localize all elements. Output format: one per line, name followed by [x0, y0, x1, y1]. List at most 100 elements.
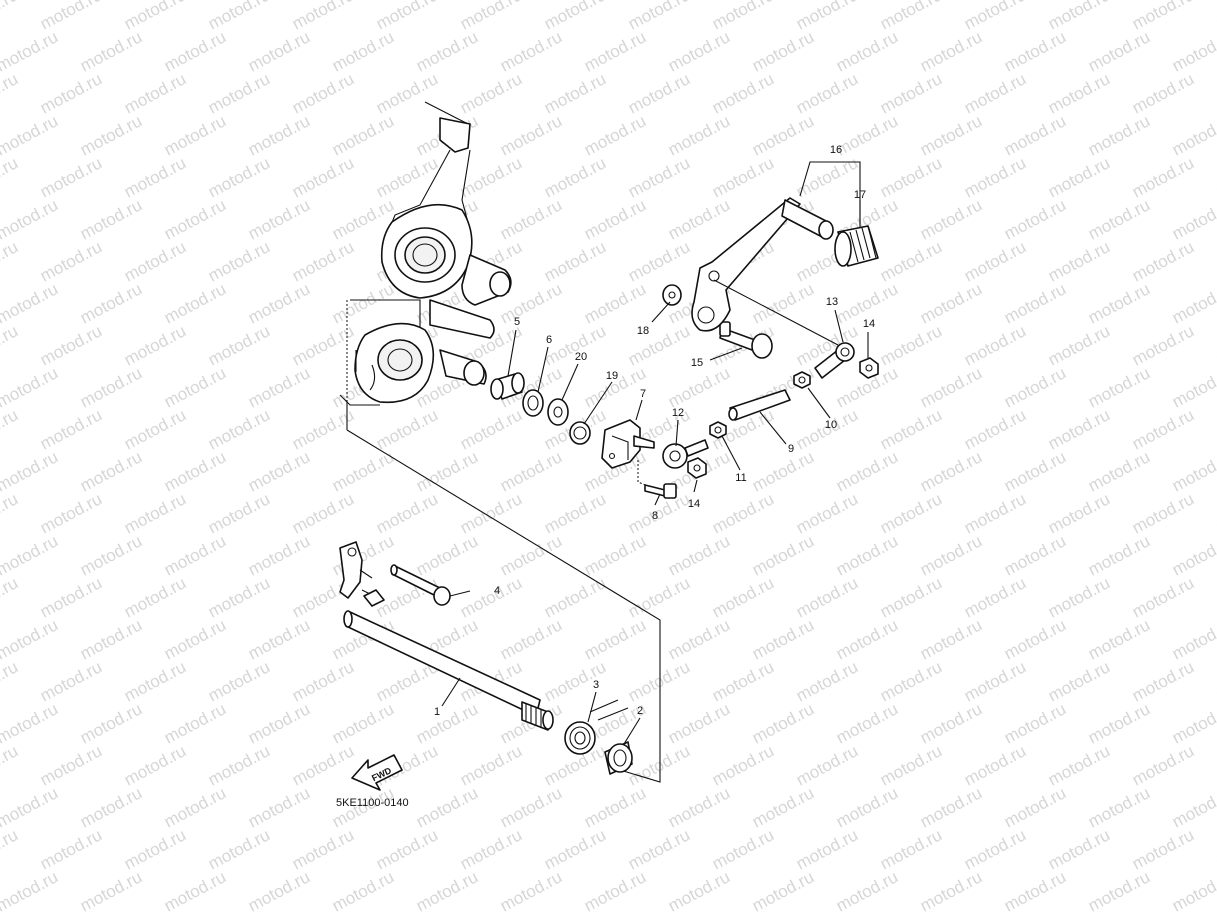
watermark-text: motod.ru [205, 69, 273, 117]
watermark-text: motod.ru [1169, 783, 1217, 831]
watermark-text: motod.ru [0, 279, 61, 327]
watermark-text: motod.ru [161, 111, 229, 159]
watermark-text: motod.ru [917, 867, 985, 913]
watermark-text: motod.ru [1213, 573, 1217, 621]
watermark-text: motod.ru [1169, 195, 1217, 243]
watermark-text: motod.ru [1129, 153, 1197, 201]
watermark-text: motod.ru [289, 489, 357, 537]
watermark-text: motod.ru [665, 783, 733, 831]
watermark-text: motod.ru [413, 447, 481, 495]
watermark-text: motod.ru [1045, 489, 1113, 537]
watermark-text: motod.ru [121, 573, 189, 621]
watermark-text: motod.ru [877, 69, 945, 117]
watermark-text: motod.ru [1001, 699, 1069, 747]
watermark-text: motod.ru [457, 489, 525, 537]
watermark-text: motod.ru [1169, 447, 1217, 495]
watermark-text: motod.ru [373, 69, 441, 117]
watermark-text: motod.ru [793, 573, 861, 621]
watermark-text: motod.ru [0, 363, 61, 411]
watermark-text: motod.ru [793, 153, 861, 201]
watermark-text: motod.ru [961, 489, 1029, 537]
part-bolt-4 [363, 564, 451, 607]
watermark-text: motod.ru [1129, 321, 1197, 369]
watermark-text: motod.ru [625, 153, 693, 201]
watermark-text: motod.ru [961, 237, 1029, 285]
watermark-text: motod.ru [1129, 489, 1197, 537]
watermark-text: motod.ru [245, 531, 313, 579]
watermark-text: motod.ru [0, 237, 21, 285]
part-oil-seal-6 [522, 389, 544, 417]
watermark-text: motod.ru [457, 741, 525, 789]
watermark-text: motod.ru [749, 615, 817, 663]
watermark-text: motod.ru [1213, 153, 1217, 201]
watermark-text: motod.ru [373, 489, 441, 537]
watermark-text: motod.ru [205, 237, 273, 285]
watermark-text: motod.ru [245, 279, 313, 327]
watermark-text: motod.ru [917, 195, 985, 243]
watermark-text: motod.ru [1169, 111, 1217, 159]
watermark-text: motod.ru [665, 111, 733, 159]
watermark-text: motod.ru [625, 741, 693, 789]
watermark-text: motod.ru [289, 657, 357, 705]
watermark-text: motod.ru [793, 489, 861, 537]
watermark-text: motod.ru [373, 405, 441, 453]
watermark-text: motod.ru [245, 699, 313, 747]
watermark-text: motod.ru [1129, 573, 1197, 621]
watermark-text: motod.ru [161, 867, 229, 913]
watermark-text: motod.ru [833, 867, 901, 913]
watermark-text: motod.ru [625, 321, 693, 369]
watermark-text: motod.ru [77, 195, 145, 243]
watermark-text: motod.ru [373, 0, 441, 34]
watermark-text: motod.ru [77, 783, 145, 831]
watermark-text: motod.ru [917, 111, 985, 159]
part-rod-9 [728, 389, 791, 421]
watermark-text: motod.ru [457, 69, 525, 117]
watermark-text: motod.ru [581, 279, 649, 327]
watermark-text: motod.ru [245, 111, 313, 159]
watermark-text: motod.ru [1045, 405, 1113, 453]
watermark-text: motod.ru [665, 363, 733, 411]
watermark-text: motod.ru [541, 69, 609, 117]
callout-4: 4 [494, 585, 500, 597]
watermark-text: motod.ru [961, 405, 1029, 453]
watermark-text: motod.ru [413, 699, 481, 747]
watermark-text: motod.ru [917, 447, 985, 495]
watermark-text: motod.ru [497, 447, 565, 495]
watermark-text: motod.ru [121, 153, 189, 201]
callout-16: 16 [830, 144, 842, 156]
callout-1: 1 [434, 706, 440, 718]
part-bracket-7 [601, 419, 655, 487]
callout-10: 10 [825, 419, 837, 431]
watermark-text: motod.ru [581, 615, 649, 663]
watermark-text: motod.ru [161, 195, 229, 243]
watermark-text: motod.ru [793, 657, 861, 705]
watermark-text: motod.ru [289, 69, 357, 117]
watermark-text: motod.ru [457, 153, 525, 201]
watermark-text: motod.ru [37, 405, 105, 453]
watermark-text: motod.ru [833, 783, 901, 831]
watermark-text: motod.ru [1169, 363, 1217, 411]
watermark-text: motod.ru [749, 447, 817, 495]
part-washer-18 [662, 284, 682, 306]
watermark-text: motod.ru [205, 825, 273, 873]
watermark-text: motod.ru [161, 699, 229, 747]
watermark-text: motod.ru [877, 321, 945, 369]
watermark-text: motod.ru [373, 825, 441, 873]
watermark-text: motod.ru [37, 573, 105, 621]
watermark-text: motod.ru [917, 27, 985, 75]
watermark-text: motod.ru [0, 447, 61, 495]
watermark-text: motod.ru [709, 825, 777, 873]
watermark-text: motod.ru [289, 0, 357, 34]
callout-18: 18 [637, 325, 649, 337]
watermark-text: motod.ru [0, 321, 21, 369]
part-nut-11 [709, 421, 727, 439]
watermark-text: motod.ru [1001, 615, 1069, 663]
watermark-text: motod.ru [329, 867, 397, 913]
watermark-text: motod.ru [245, 447, 313, 495]
callout-2: 2 [637, 705, 643, 717]
watermark-text: motod.ru [0, 27, 61, 75]
watermark-text: motod.ru [709, 69, 777, 117]
part-joint-13 [814, 342, 855, 379]
watermark-text: motod.ru [709, 489, 777, 537]
watermark-text: motod.ru [877, 405, 945, 453]
